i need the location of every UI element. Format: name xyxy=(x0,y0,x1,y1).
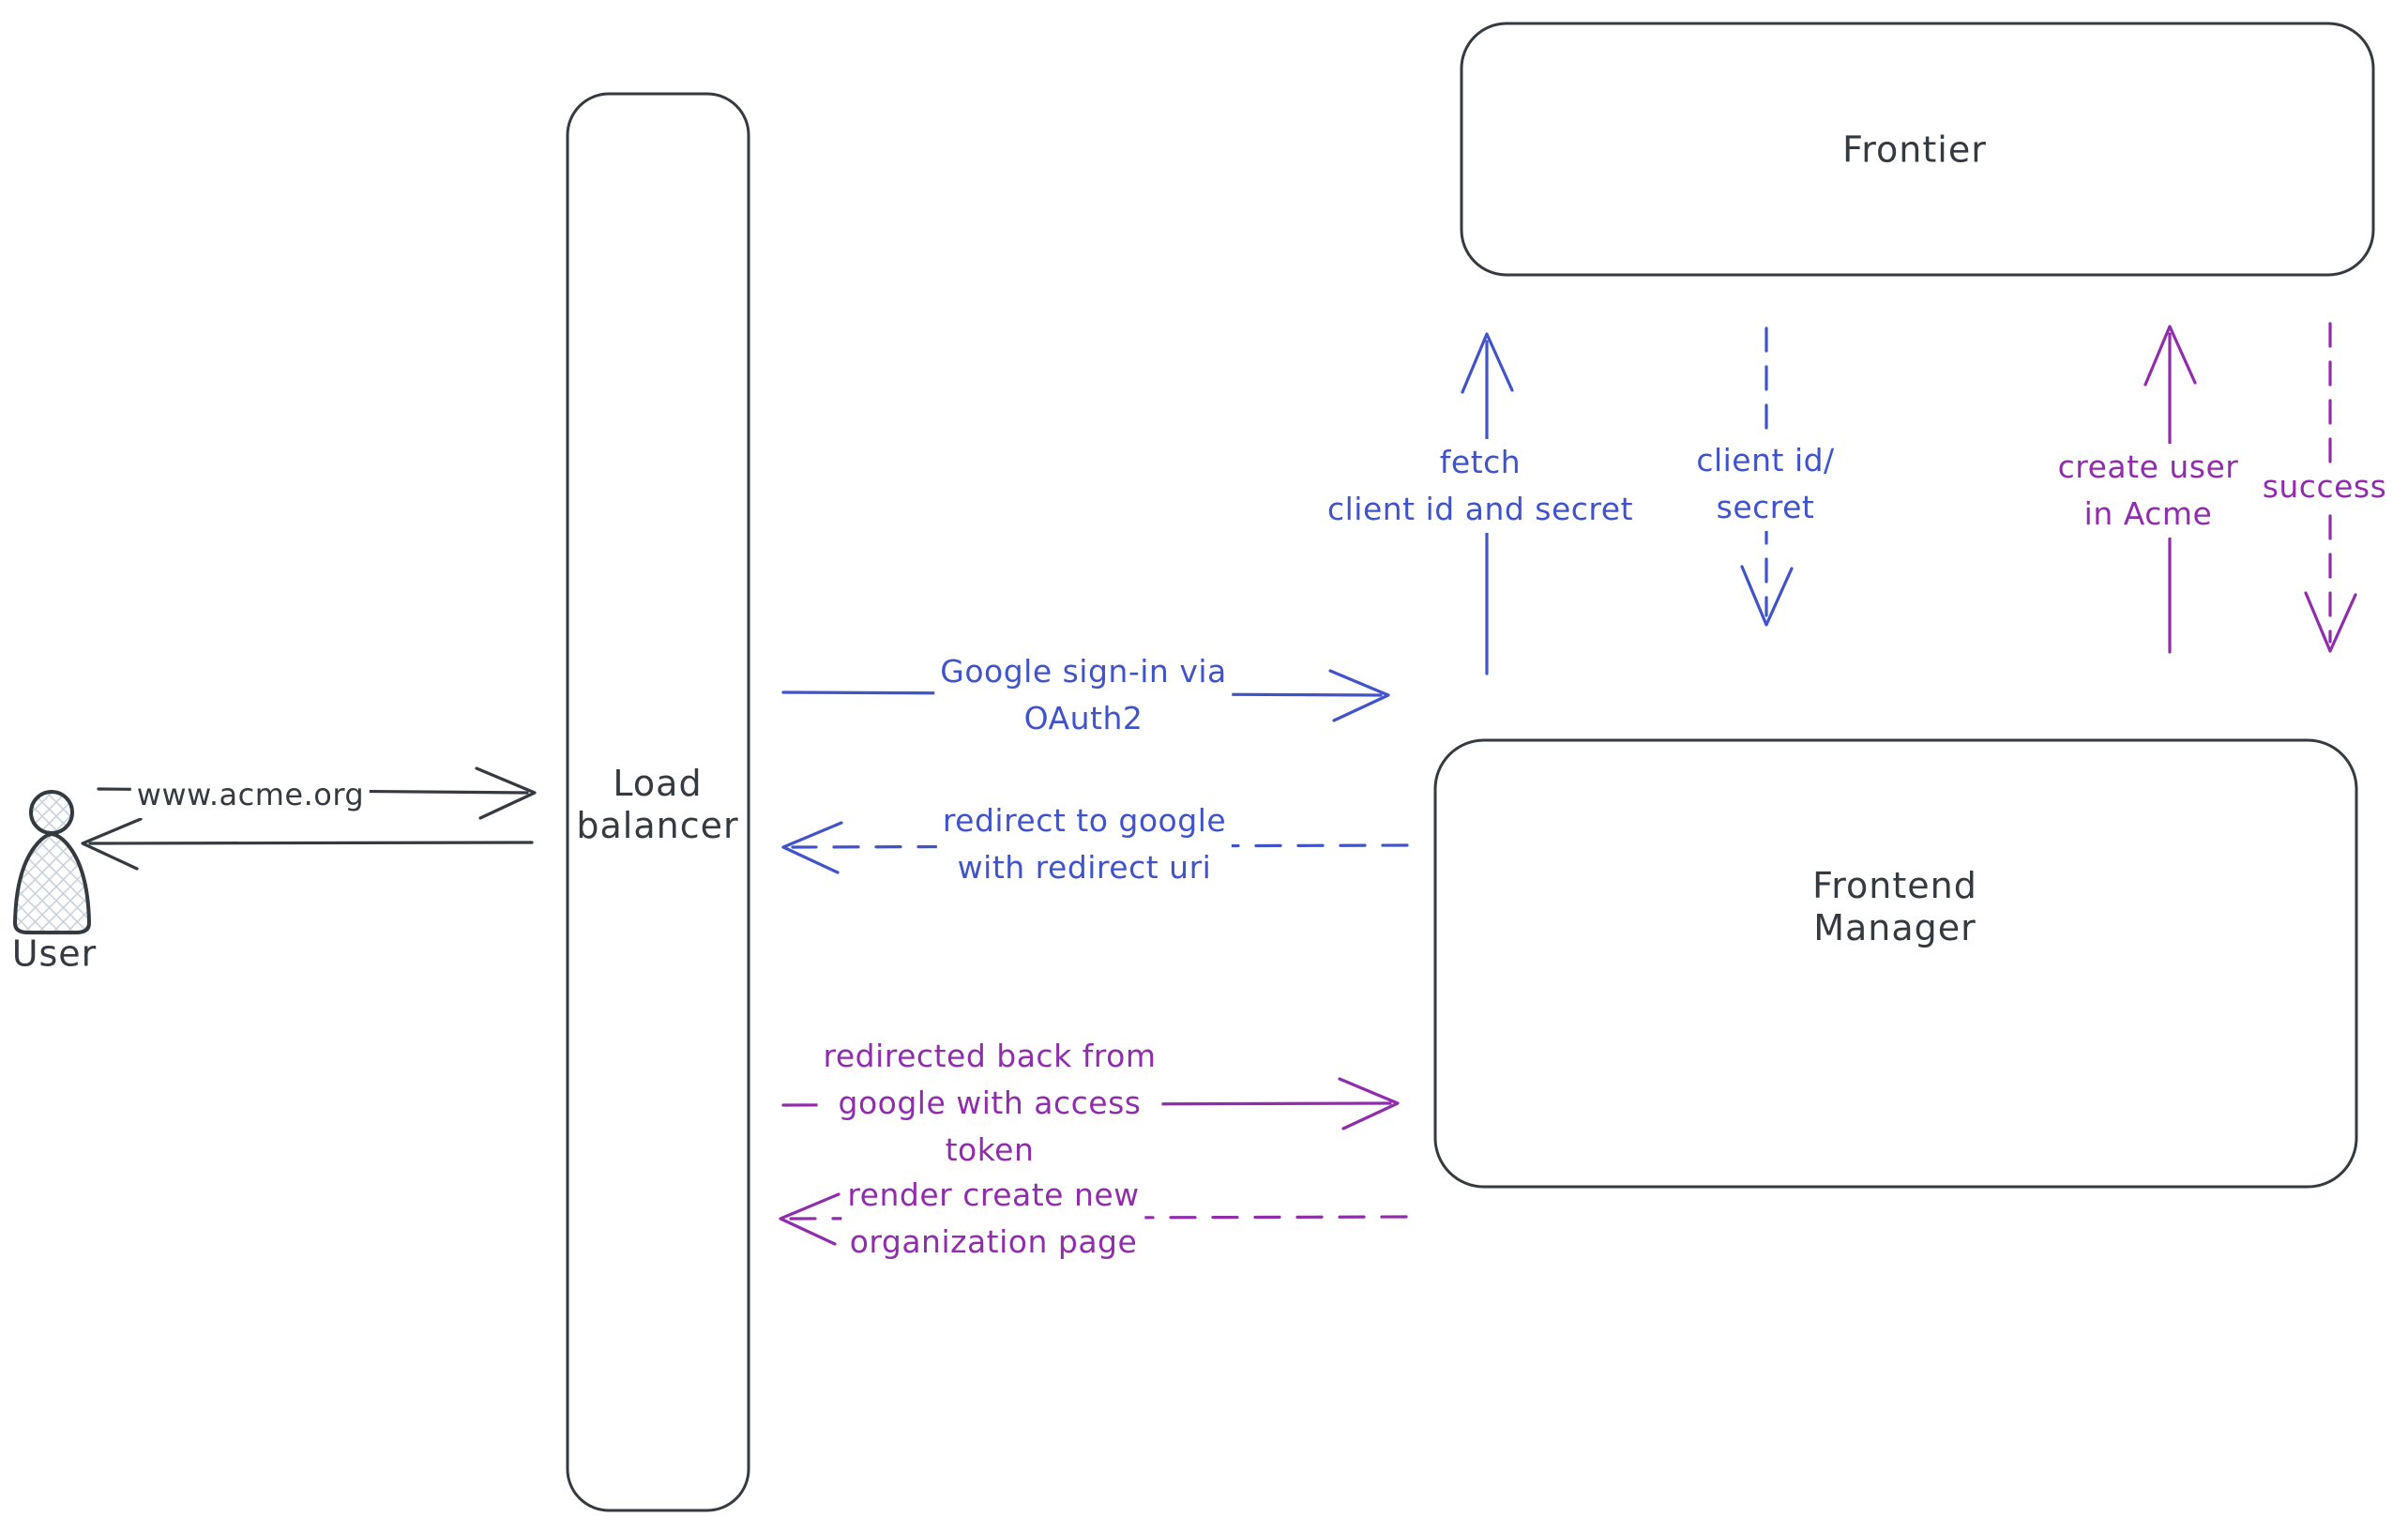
client-id-secret-arrow[interactable] xyxy=(1740,326,1794,627)
load-balancer-title-line2: balancer xyxy=(576,805,739,846)
client-id-secret-label-line1: client id/ xyxy=(1696,442,1835,478)
render-org-page-label-line2: organization page xyxy=(849,1223,1138,1260)
fetch-client-secret-label-line2: client id and secret xyxy=(1326,491,1634,527)
fetch-client-secret-label[interactable]: fetch client id and secret xyxy=(1321,439,1640,533)
google-signin-label-line1: Google sign-in via xyxy=(940,653,1227,690)
frontier-box[interactable] xyxy=(1460,22,2375,277)
user-title[interactable]: User xyxy=(11,933,98,975)
frontier-title[interactable]: Frontier xyxy=(1842,129,1987,171)
create-user-label-line2: in Acme xyxy=(2083,495,2213,532)
www-request-label[interactable]: www.acme.org xyxy=(130,771,371,818)
frontend-manager-box[interactable] xyxy=(1433,738,2358,1189)
frontend-manager-title-line2: Manager xyxy=(1813,907,1976,948)
render-org-page-label-line1: render create new xyxy=(847,1176,1140,1213)
load-balancer-box[interactable] xyxy=(566,92,750,1512)
www-response-arrow[interactable] xyxy=(81,817,534,871)
redirect-to-google-label-line1: redirect to google xyxy=(942,802,1227,839)
create-user-label-line1: create user xyxy=(2057,448,2239,485)
client-id-secret-label-line2: secret xyxy=(1716,489,1815,525)
google-signin-label-line2: OAuth2 xyxy=(1023,700,1143,736)
redirected-back-label-line2: google with access xyxy=(838,1085,1142,1121)
redirected-back-label-line3: token xyxy=(945,1131,1035,1168)
load-balancer-title[interactable]: Load balancer xyxy=(570,763,744,847)
load-balancer-title-line1: Load xyxy=(613,763,703,804)
frontend-manager-title[interactable]: Frontend Manager xyxy=(1807,865,1983,949)
success-label[interactable]: success xyxy=(2256,463,2393,510)
render-org-page-label[interactable]: render create new organization page xyxy=(841,1172,1145,1266)
user-body xyxy=(12,831,92,934)
redirect-to-google-label-line2: with redirect uri xyxy=(957,849,1212,886)
client-id-secret-label[interactable]: client id/ secret xyxy=(1690,437,1840,531)
redirected-back-label[interactable]: redirected back from google with access … xyxy=(817,1033,1162,1174)
fetch-client-secret-label-line1: fetch xyxy=(1439,444,1522,480)
create-user-label[interactable]: create user in Acme xyxy=(2052,444,2245,538)
user-head xyxy=(29,790,74,835)
redirected-back-label-line1: redirected back from xyxy=(823,1038,1157,1074)
google-signin-label[interactable]: Google sign-in via OAuth2 xyxy=(934,648,1233,742)
frontend-manager-title-line1: Frontend xyxy=(1812,865,1977,906)
user-person-icon[interactable] xyxy=(12,790,92,934)
redirect-to-google-label[interactable]: redirect to google with redirect uri xyxy=(936,797,1233,891)
